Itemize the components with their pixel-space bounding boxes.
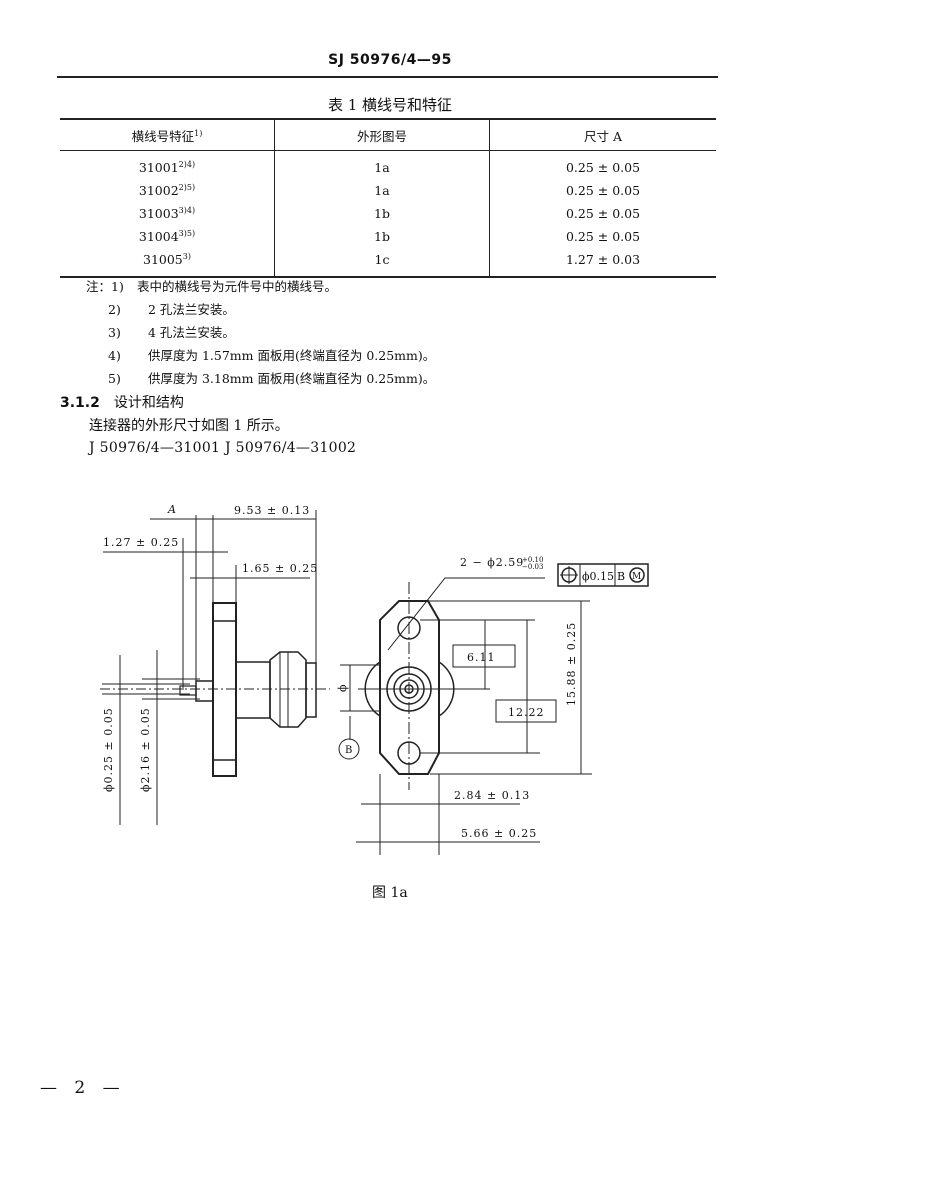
- position-tolerance: ϕ0.15: [582, 570, 614, 583]
- dim-pin-diameter: ϕ0.25 ± 0.05: [102, 707, 115, 792]
- column-header-figure: 外形图号: [274, 118, 490, 151]
- page-number: — 2 —: [40, 1078, 126, 1098]
- column-header-dimension-a: 尺寸 A: [489, 118, 716, 151]
- fcf-datum: B: [617, 570, 625, 583]
- figure-1a-drawing: A 9.53 ± 0.13 1.27 ± 0.25 1.65 ± 0.25 ϕ0…: [100, 503, 649, 855]
- header-rule: [57, 76, 718, 78]
- front-view: [338, 563, 649, 855]
- table-designation-features: 横线号特征1) 外形图号 尺寸 A 310012)4) 1a 0.25 ± 0.…: [60, 118, 716, 278]
- side-view: [100, 510, 330, 825]
- dim-pin-extension: 1.27 ± 0.25: [103, 536, 179, 549]
- column-header-designation: 横线号特征1): [60, 118, 275, 151]
- part-numbers: J 50976/4—31001 J 50976/4—31002: [89, 440, 357, 456]
- dim-flange-width: 5.66 ± 0.25: [461, 827, 537, 840]
- dim-flange-offset: 1.65 ± 0.25: [242, 562, 318, 575]
- hole-tol-upper: +0.10: [522, 556, 543, 564]
- dim-phi: ϕ: [336, 684, 349, 692]
- table-caption: 表 1 横线号和特征: [327, 96, 453, 114]
- dim-a-label: A: [167, 503, 176, 516]
- fcf-modifier: M: [632, 572, 641, 582]
- table-row: 310033)4) 1b 0.25 ± 0.05: [60, 202, 716, 225]
- dim-half-width: 2.84 ± 0.13: [454, 789, 530, 802]
- dim-flange-height: 15.88 ± 0.25: [565, 622, 578, 706]
- note-item: 注：1)表中的横线号为元件号中的横线号。: [86, 279, 338, 294]
- table-row: 310022)5) 1a 0.25 ± 0.05: [60, 179, 716, 202]
- hole-tol-lower: −0.03: [522, 563, 543, 571]
- note-item: 2)2 孔法兰安装。: [108, 302, 235, 317]
- table-row: 310053) 1c 1.27 ± 0.03: [60, 248, 716, 278]
- dim-dielectric-diameter: ϕ2.16 ± 0.05: [139, 707, 152, 792]
- note-item: 4)供厚度为 1.57mm 面板用(终端直径为 0.25mm)。: [108, 348, 436, 363]
- hole-callout: 2 − ϕ2.59: [460, 556, 524, 569]
- figure-caption: 图 1a: [372, 885, 408, 901]
- table-row: 310043)5) 1b 0.25 ± 0.05: [60, 225, 716, 248]
- note-item: 3)4 孔法兰安装。: [108, 325, 235, 340]
- dim-hole-spacing: 12.22: [508, 706, 545, 719]
- table-row: 310012)4) 1a 0.25 ± 0.05: [60, 150, 716, 179]
- table-header-row: 横线号特征1) 外形图号 尺寸 A: [60, 118, 716, 151]
- dim-hole-to-center: 6.11: [467, 651, 496, 664]
- dim-overall-length: 9.53 ± 0.13: [234, 504, 310, 517]
- note-item: 5)供厚度为 3.18mm 面板用(终端直径为 0.25mm)。: [108, 371, 436, 386]
- table-notes: 注：1)表中的横线号为元件号中的横线号。 2)2 孔法兰安装。 3)4 孔法兰安…: [86, 275, 435, 390]
- document-header: SJ 50976/4—95: [328, 52, 452, 68]
- datum-b-label: B: [345, 745, 352, 756]
- section-paragraph: 连接器的外形尺寸如图 1 所示。: [89, 418, 289, 434]
